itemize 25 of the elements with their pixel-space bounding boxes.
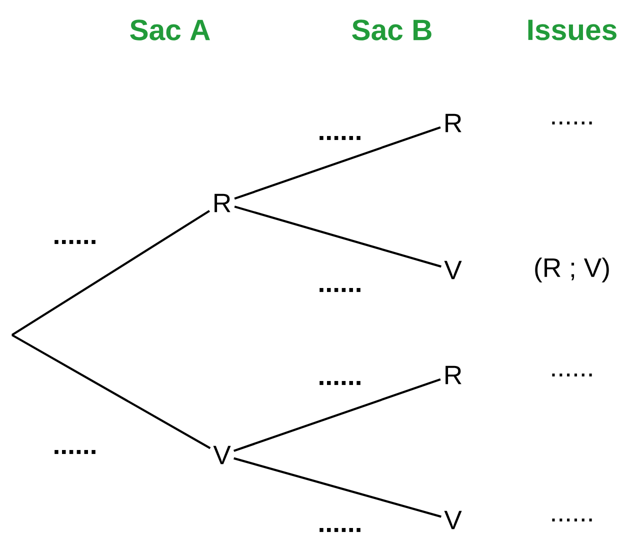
outcome-label: V [444, 510, 462, 530]
fill-in-line: ...... [316, 526, 364, 534]
branch-line [233, 378, 441, 452]
fill-in-line: ...... [51, 448, 99, 456]
branch-line [234, 206, 442, 268]
outcome-result: ...... [552, 374, 592, 376]
branch-line [234, 126, 441, 200]
outcome-label: R [446, 366, 462, 384]
column-header: Issues [528, 20, 616, 40]
fill-in-line: ...... [51, 238, 99, 246]
outcome-label: V [213, 446, 231, 464]
column-header: Sac B [352, 20, 432, 40]
outcome-result: (R ; V) [535, 258, 609, 282]
outcome-label: V [444, 260, 462, 280]
outcome-result: ...... [552, 518, 592, 522]
fill-in-line: ...... [316, 134, 364, 142]
column-header: Sac A [130, 20, 210, 40]
branch-line [11, 210, 210, 336]
fill-in-line: ...... [316, 286, 364, 294]
branch-line [11, 334, 211, 450]
outcome-label: R [446, 114, 462, 132]
outcome-label: R [214, 194, 230, 212]
outcome-result: ...... [552, 122, 592, 124]
branch-line [234, 457, 442, 518]
fill-in-line: ...... [316, 380, 364, 386]
